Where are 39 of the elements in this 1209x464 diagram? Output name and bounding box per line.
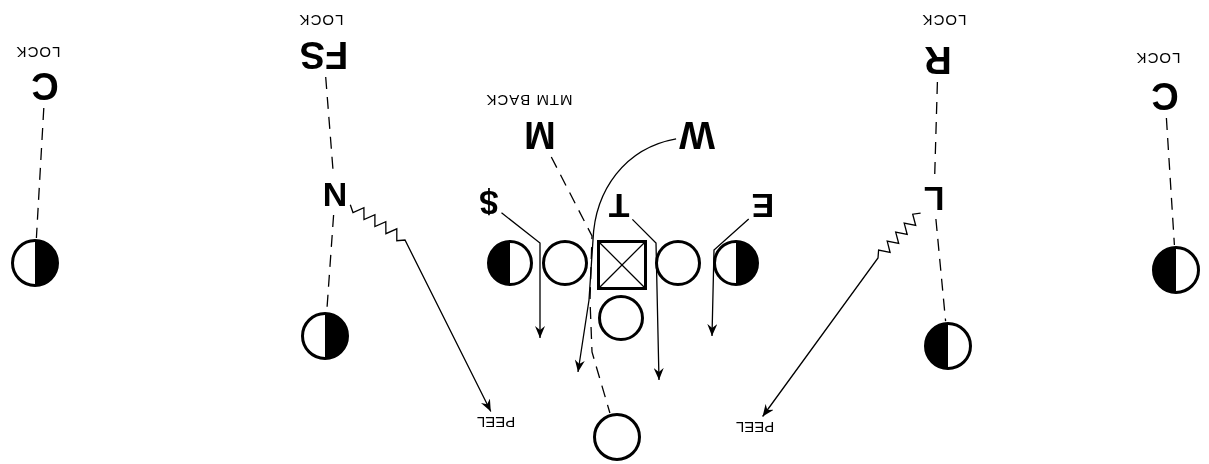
- player-label: E: [751, 189, 775, 223]
- coverage-note: MTM BACK: [485, 92, 573, 108]
- route-arrow: [500, 212, 545, 339]
- player-label: M: [524, 116, 556, 154]
- player-label: $: [479, 186, 499, 220]
- route-arrow: [761, 212, 922, 418]
- coverage-note: LOCK: [1135, 50, 1181, 66]
- player-label: T: [608, 189, 630, 223]
- player-label: C: [31, 67, 59, 105]
- route-label: PEEL: [735, 419, 775, 435]
- half-filled-player-circle: [924, 322, 972, 370]
- player-label: N: [322, 178, 348, 212]
- route-arrow: [349, 204, 492, 413]
- coverage-note: LOCK: [921, 12, 967, 28]
- half-filled-player-circle: [1152, 246, 1200, 294]
- player-label: W: [679, 116, 715, 154]
- coverage-note: LOCK: [298, 12, 344, 28]
- center-marker: [597, 240, 647, 290]
- player-circle: [542, 240, 588, 286]
- player-label: R: [924, 41, 952, 79]
- player-circle: [598, 295, 644, 341]
- route-arrow: [574, 138, 677, 373]
- route-arrow: [707, 218, 750, 337]
- half-filled-player-circle: [11, 239, 59, 287]
- player-circle: [655, 240, 701, 286]
- player-label: C: [1151, 77, 1179, 115]
- coverage-note: LOCK: [15, 44, 61, 60]
- player-circle: [593, 413, 641, 461]
- route-arrow: [631, 218, 664, 381]
- dashed-coverage-line: [935, 218, 947, 322]
- dashed-coverage-line: [1165, 117, 1176, 246]
- player-label: FS: [299, 36, 349, 74]
- player-label: L: [923, 182, 945, 216]
- dashed-coverage-line: [550, 156, 611, 414]
- half-filled-player-circle: [713, 240, 759, 286]
- half-filled-player-circle: [301, 312, 349, 360]
- half-filled-player-circle: [487, 240, 533, 286]
- route-label: PEEL: [476, 414, 516, 430]
- dashed-coverage-line: [35, 107, 45, 239]
